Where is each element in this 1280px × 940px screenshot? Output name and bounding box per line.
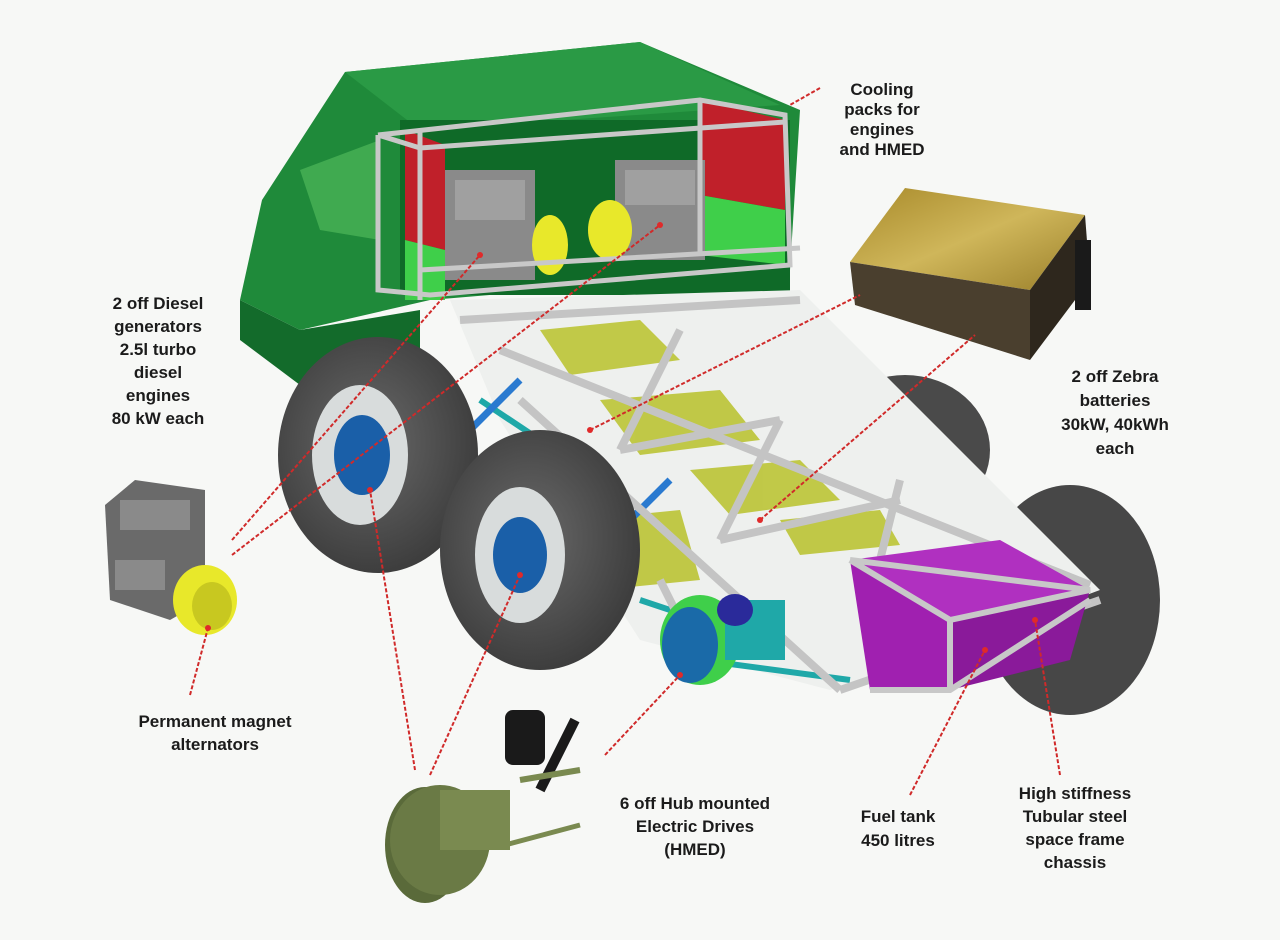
engine-bay [375,97,801,300]
leader-dots [205,222,1038,678]
label-cooling-packs: Cooling packs for engines and HMED [839,80,925,159]
label-hub-electric-drives: 6 off Hub mounted Electric Drives (HMED) [619,794,771,859]
label-space-frame-chassis: High stiffness Tubular steel space frame… [1018,784,1132,872]
label-diesel-generators: 2 off Diesel generators 2.5l turbo diese… [111,294,205,428]
label-pm-alternators: Permanent magnet alternators [138,712,292,754]
fuel-tank [848,540,1092,693]
zebra-battery [850,188,1091,360]
loose-hub-drive-unit [385,710,581,903]
front-wheel-2 [440,430,640,670]
leader-lines [189,87,1061,796]
hub-motor-mounted [660,594,785,685]
label-zebra-batteries: 2 off Zebra batteries 30kW, 40kWh each [1061,367,1169,458]
label-fuel-tank: Fuel tank 450 litres [860,807,936,850]
loose-engine-alternator [105,480,237,635]
